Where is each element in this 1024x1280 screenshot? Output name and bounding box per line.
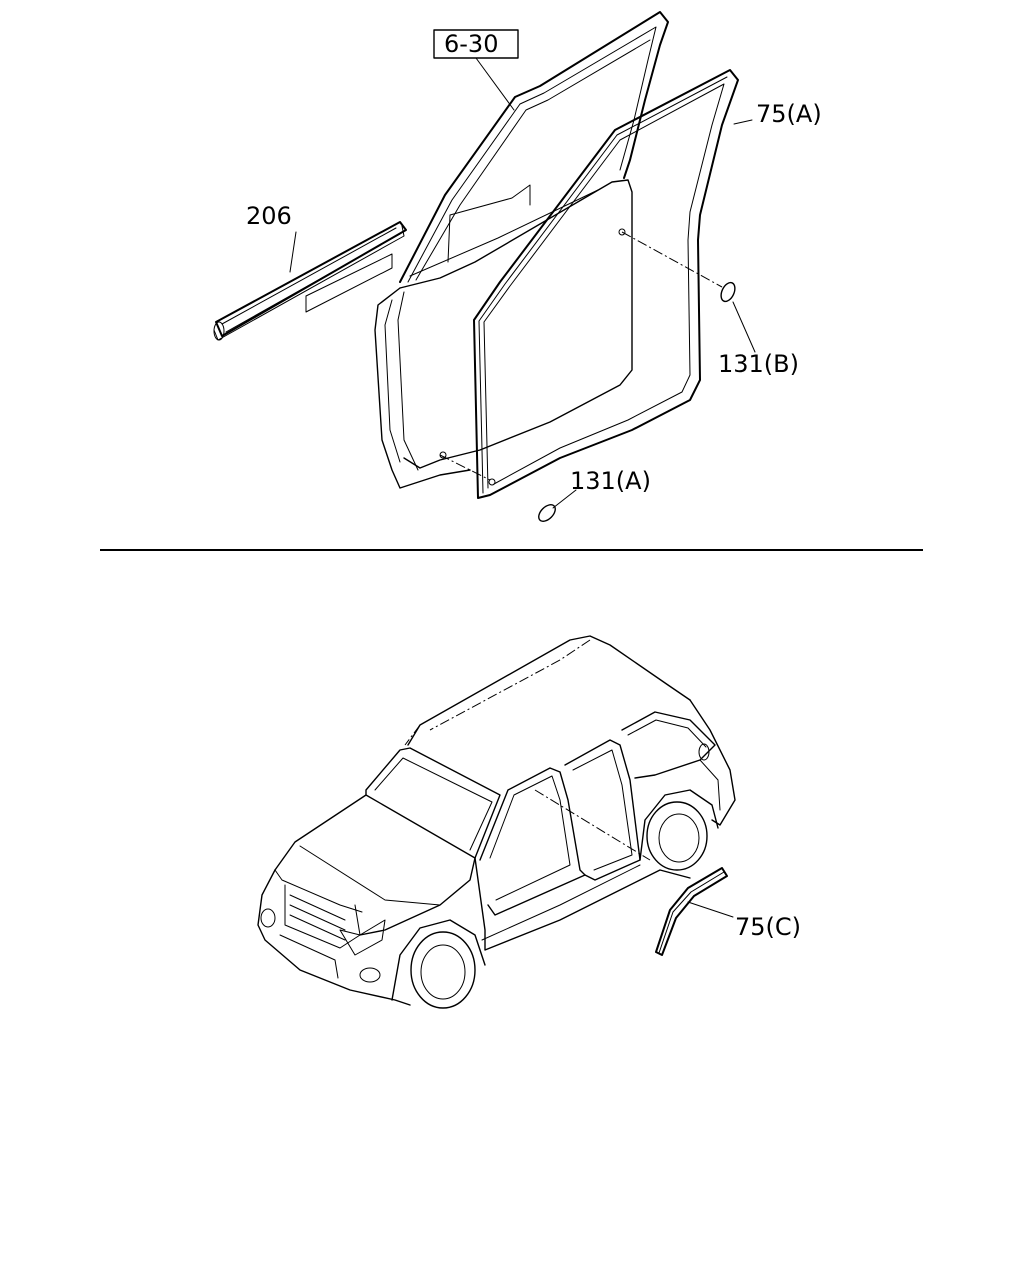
vehicle-illustration — [257, 635, 736, 1009]
callout-6-30: 6-30 — [444, 30, 498, 58]
front-door-assembly — [305, 11, 723, 489]
reference-box — [433, 29, 519, 59]
callout-206: 206 — [246, 202, 292, 230]
callout-131b: 131(B) — [718, 350, 799, 378]
molding-206 — [213, 221, 407, 341]
callout-131a: 131(A) — [570, 467, 651, 495]
weatherstrip-75a — [473, 69, 739, 499]
clips-131 — [439, 228, 736, 522]
weatherstrip-75c — [655, 867, 728, 956]
leader-75c — [687, 901, 734, 918]
callout-75a: 75(A) — [756, 100, 822, 128]
callout-75c: 75(C) — [735, 913, 801, 941]
leader-lines-top — [289, 57, 756, 509]
